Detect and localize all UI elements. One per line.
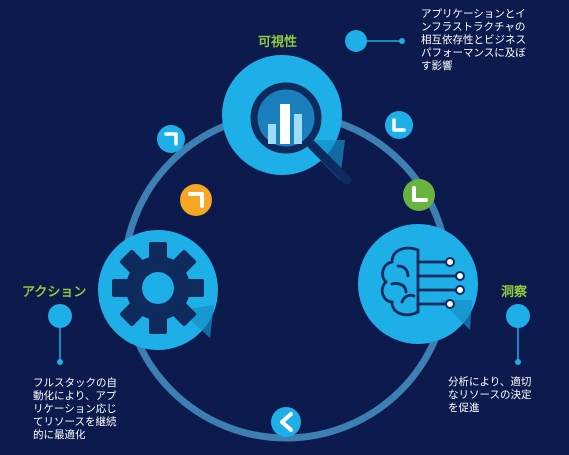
action-connector [48,304,72,365]
magnifier-chart-icon [250,82,352,185]
visibility-label: 可視性 [258,35,298,50]
chevron-icon [164,132,178,146]
insight-description: 分析により、適切 なリソースの決定 を促進 [448,376,532,414]
gear-icon [112,242,204,334]
arrow-badge-top-left [157,125,185,153]
chevron-icon [412,186,428,202]
insight-connector [506,304,530,365]
visibility-node [222,55,352,185]
chevron-icon [188,192,204,208]
chevron-left-icon [280,412,293,432]
insight-node [358,224,478,344]
arrow-badge-middle-green [403,179,435,211]
action-description: フルスタックの自 動化により、アプ リケーション応じ てリソースを継続 的に最適… [33,377,117,441]
brain-circuit-icon [380,246,460,317]
visibility-connector [345,30,405,52]
visibility-description: アプリケーションとイ ンフラストラクチャの 相互依存性とビジネス パフォーマンス… [421,8,526,72]
action-label: アクション [22,285,87,300]
chevron-icon [392,118,406,132]
insight-label: 洞察 [501,285,528,300]
arrow-badge-bottom [271,407,301,437]
arrow-badge-middle-orange [180,184,212,216]
arrow-badge-top-right [385,111,413,139]
action-node [98,230,218,350]
